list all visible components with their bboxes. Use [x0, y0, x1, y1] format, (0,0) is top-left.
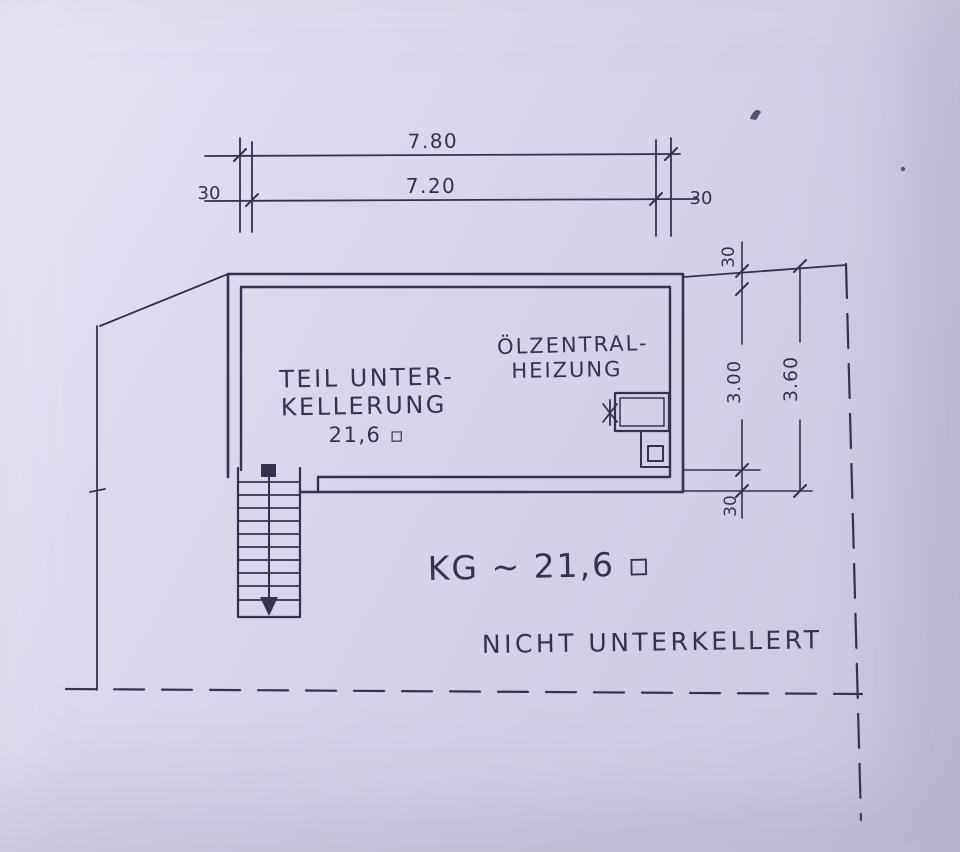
heating-label-line2: HEIZUNG — [511, 357, 622, 383]
dim-top-wall-left: 30 — [198, 183, 221, 204]
right-extension-lines — [682, 469, 813, 492]
room-label-line1: TEIL UNTER- — [278, 362, 455, 393]
right-dimension-ticks — [735, 259, 807, 498]
building-outline-solid — [89, 264, 847, 691]
dim-top-total: 7.80 — [407, 129, 458, 154]
basement-total-label: KG ~ 21,6 ▫ — [427, 544, 652, 588]
dim-right-total: 3.60 — [780, 356, 802, 402]
wall-outer — [226, 272, 685, 494]
stair-shaft — [236, 466, 302, 619]
ink-smudge — [750, 109, 761, 120]
staircase — [236, 464, 302, 619]
top-dimension-ticks — [233, 147, 678, 207]
dim-right-wall-bottom: 30 — [721, 495, 741, 517]
ink-dot — [900, 166, 906, 172]
heater-mark-icon — [602, 399, 618, 426]
heating-unit — [602, 391, 671, 468]
stair-landing-block — [261, 464, 276, 477]
room-area-label: 21,6 ▫ — [329, 423, 406, 447]
right-dimension-chain — [682, 241, 813, 519]
outline-right-dashed — [844, 262, 863, 822]
stair-direction-arrowhead — [260, 597, 278, 616]
dim-right-wall-top: 30 — [719, 246, 739, 268]
building-outline-dashed — [64, 262, 864, 822]
room-label-line2: KELLERUNG — [281, 391, 448, 422]
wall-inner — [239, 285, 672, 494]
top-dimension-lines — [204, 153, 698, 202]
basement-walls — [226, 272, 685, 494]
outline-top-right — [682, 264, 847, 278]
no-basement-label: NICHT UNTERKELLERT — [482, 625, 823, 659]
heating-label-line1: ÖLZENTRAL- — [497, 330, 649, 359]
heater-box-inner — [619, 397, 665, 427]
dim-top-wall-right: 30 — [690, 188, 713, 209]
chimney-flue-square — [647, 445, 664, 462]
chimney-lines — [640, 430, 671, 468]
dim-right-inner: 3.00 — [724, 360, 745, 404]
top-extension-lines — [239, 137, 672, 237]
outline-bottom-dashed — [64, 687, 864, 696]
outline-left — [89, 273, 229, 691]
paper-artifacts — [750, 109, 906, 172]
dim-top-inner: 7.20 — [406, 174, 457, 198]
top-dimension-chain — [204, 137, 698, 237]
